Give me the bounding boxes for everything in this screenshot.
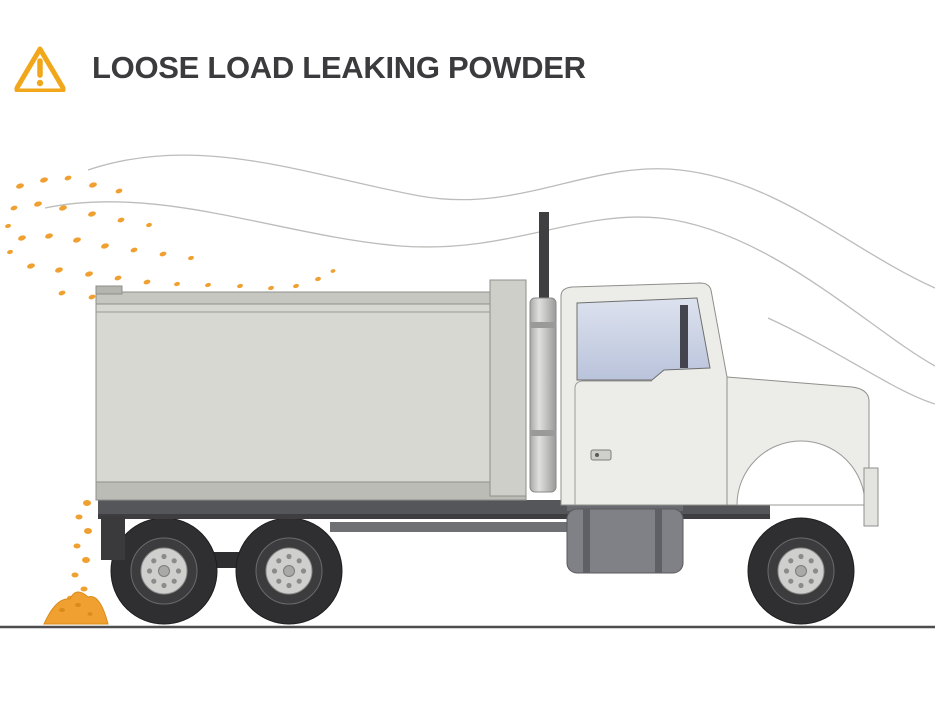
dump-truck [95,212,879,625]
exhaust-stack [529,212,557,493]
warning-triangle-icon [14,46,66,92]
bed-headboard [489,279,527,497]
page-title: LOOSE LOAD LEAKING POWDER [92,50,586,85]
dump-bed [95,279,527,501]
rear-wheel-1 [110,517,218,625]
powder-pile [43,591,109,625]
cab [560,282,728,506]
airborne-powder-particles [5,175,336,303]
rear-mud-flap [101,516,125,560]
wind-flow-lines [44,154,935,405]
window-pillar [680,305,688,368]
hood [726,376,879,527]
cab-window [576,297,711,381]
door-handle [590,449,612,461]
wheel-well [736,440,866,506]
front-wheel [747,517,855,625]
header: LOOSE LOAD LEAKING POWDER [14,44,586,92]
front-bumper [863,467,879,527]
fuel-tank [566,502,684,574]
rear-wheel-2 [235,517,343,625]
powder-falling-trail [67,500,92,601]
